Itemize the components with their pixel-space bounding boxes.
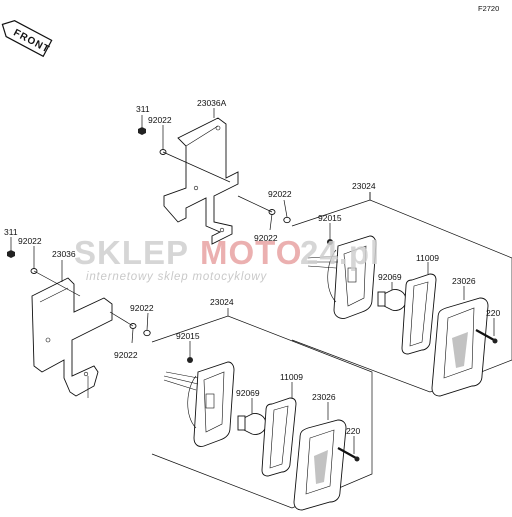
upper-lens xyxy=(431,297,489,397)
label-upper-bulb-nut: 92015 xyxy=(318,213,342,223)
upper-bulb-nut xyxy=(327,239,333,245)
label-lower-washer-b: 92022 xyxy=(130,303,154,313)
label-upper-bracket: 23036A xyxy=(197,98,227,108)
label-upper-washer-c: 92022 xyxy=(254,233,278,243)
upper-screw xyxy=(475,329,498,344)
watermark-brand-a: SKLEP xyxy=(74,234,189,271)
diagram-code: F2720 xyxy=(478,4,499,13)
upper-lamp-housing xyxy=(307,235,377,319)
lower-lens xyxy=(293,419,347,511)
lower-screw xyxy=(337,447,360,462)
upper-bulb xyxy=(377,289,407,311)
label-lower-bulb: 92069 xyxy=(236,388,260,398)
label-lower-lens: 23026 xyxy=(312,392,336,402)
front-arrow-icon: FRONT xyxy=(1,20,53,58)
label-lower-gasket: 11009 xyxy=(280,372,303,382)
label-upper-bulb: 92069 xyxy=(378,272,402,282)
label-lower-washer-a: 92022 xyxy=(18,236,42,246)
label-upper-lens: 23026 xyxy=(452,276,476,286)
label-upper-washer-b: 92022 xyxy=(268,189,292,199)
label-lower-washer-c: 92022 xyxy=(114,350,138,360)
lower-lamp-housing xyxy=(163,361,235,447)
label-upper-screw: 220 xyxy=(486,308,500,318)
lower-bracket xyxy=(31,277,113,398)
lower-gasket xyxy=(261,397,297,477)
upper-gasket xyxy=(401,273,437,355)
label-upper-washer-a: 92022 xyxy=(148,115,172,125)
lower-bulb-nut xyxy=(187,357,193,363)
watermark-brand-b: MOTO xyxy=(200,234,302,271)
label-upper-gasket: 11009 xyxy=(416,253,439,263)
label-lower-bulb-nut: 92015 xyxy=(176,331,200,341)
lower-bulb xyxy=(237,413,267,435)
label-upper-nut: 311 xyxy=(136,104,150,114)
watermark-brand-c: 24.pl xyxy=(300,234,380,271)
watermark: SKLEP MOTO 24.pl internetowy sklep motoc… xyxy=(74,234,380,283)
label-upper-lamp: 23024 xyxy=(352,181,376,191)
upper-nut-311 xyxy=(138,127,146,135)
label-lower-screw: 220 xyxy=(346,426,360,436)
label-lower-nut: 311 xyxy=(4,227,18,237)
watermark-tagline: internetowy sklep motocyklowy xyxy=(86,271,268,283)
label-lower-bracket: 23036 xyxy=(52,249,76,259)
upper-bracket xyxy=(163,117,239,245)
lower-washer-c xyxy=(143,329,151,337)
lower-nut-311 xyxy=(7,250,15,258)
label-lower-lamp: 23024 xyxy=(210,297,234,307)
upper-washer-c xyxy=(283,216,291,224)
